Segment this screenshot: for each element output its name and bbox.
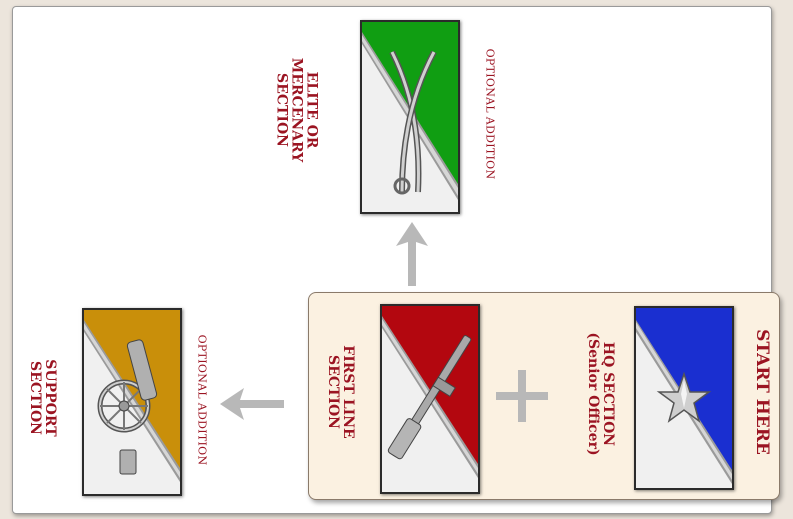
sabres-icon bbox=[389, 50, 437, 195]
support-emblem bbox=[82, 308, 182, 496]
start-here-label: START HERE bbox=[752, 329, 773, 455]
elite-line2: MERCENARY bbox=[288, 57, 305, 163]
arrow-left-icon bbox=[220, 388, 284, 420]
support-line2: SECTION bbox=[27, 361, 43, 435]
hq-line1: HQ SECTION bbox=[600, 341, 617, 447]
field-gun-icon bbox=[97, 339, 158, 475]
elite-section-label: ELITE OR MERCENARY SECTION bbox=[273, 57, 320, 163]
support-optional-note: OPTIONAL ADDITION bbox=[195, 334, 209, 466]
elite-emblem bbox=[360, 20, 460, 214]
arrow-up-icon bbox=[396, 222, 428, 286]
elite-line3: SECTION bbox=[273, 73, 290, 147]
first-line-line1: FIRST LINE bbox=[340, 345, 357, 439]
hq-line2: (Senior Officer) bbox=[585, 332, 601, 456]
support-line1: SUPPORT bbox=[42, 359, 59, 437]
elite-optional-note: OPTIONAL ADDITION bbox=[483, 48, 497, 180]
elite-line1: ELITE OR bbox=[303, 71, 320, 149]
rifle-icon bbox=[387, 335, 472, 460]
first-line-color-field bbox=[382, 306, 478, 466]
first-line-section-label: FIRST LINE SECTION bbox=[325, 345, 357, 439]
support-color-field bbox=[84, 310, 180, 470]
plus-icon bbox=[496, 370, 548, 422]
support-section-label: SUPPORT SECTION bbox=[27, 359, 59, 437]
first-line-line2: SECTION bbox=[325, 355, 341, 429]
hq-emblem bbox=[634, 306, 734, 490]
hq-section-label: HQ SECTION (Senior Officer) bbox=[585, 332, 617, 456]
first-line-emblem bbox=[380, 304, 480, 494]
